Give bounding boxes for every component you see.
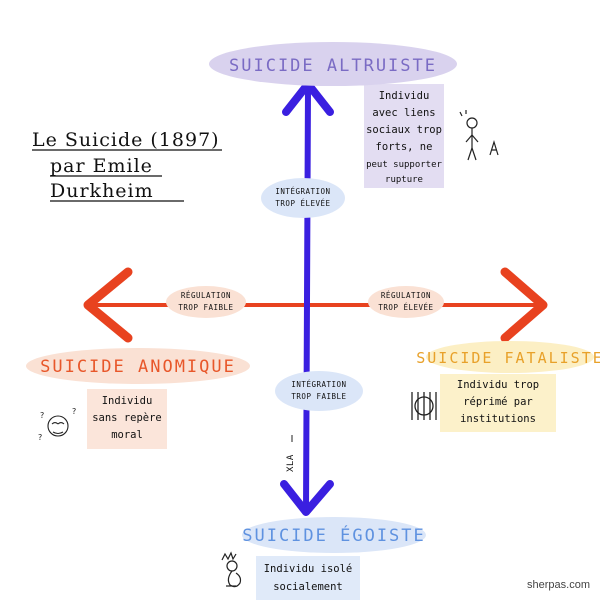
title-line-1: Le Suicide (1897) bbox=[32, 129, 220, 151]
altruiste-note-line-6: rupture bbox=[385, 175, 423, 185]
fatalist-cage-icon bbox=[411, 392, 437, 420]
anomique-note-line-1: Individu bbox=[102, 395, 153, 407]
anomique-label-bubble bbox=[26, 348, 250, 384]
regulation-low-line-1: RÉGULATION bbox=[181, 291, 231, 300]
egoiste-label: SUICIDE ÉGOISTE bbox=[242, 524, 426, 546]
egoiste-label-bubble bbox=[242, 517, 426, 553]
egoiste-note-line-1: Individu isolé bbox=[264, 563, 353, 575]
anomic-face-icon: ? ? ? bbox=[38, 407, 76, 442]
anomique-note-box bbox=[87, 389, 167, 449]
anomique-note-line-3: moral bbox=[111, 429, 143, 441]
arrow-right-icon bbox=[500, 267, 548, 343]
svg-text:?: ? bbox=[72, 407, 76, 416]
anomique-note-line-2: sans repère bbox=[92, 412, 162, 424]
integration-high-line-2: TROP ÉLEVÉE bbox=[275, 199, 330, 208]
integration-low-line-2: TROP FAIBLE bbox=[291, 392, 346, 401]
altruist-figure-icon bbox=[459, 110, 499, 161]
integration-high-bubble bbox=[261, 178, 345, 218]
regulation-low-bubble bbox=[166, 286, 246, 318]
footer-site: sherpas.com bbox=[527, 579, 590, 591]
integration-low-line-1: INTÉGRATION bbox=[291, 380, 346, 389]
fataliste-note-line-1: Individu trop bbox=[457, 379, 539, 391]
svg-text:?: ? bbox=[40, 411, 44, 420]
altruiste-note-line-4: forts, ne bbox=[376, 141, 433, 153]
regulation-low-line-2: TROP FAIBLE bbox=[178, 303, 233, 312]
regulation-axis bbox=[83, 267, 548, 343]
fataliste-note-box bbox=[440, 374, 556, 432]
egoiste-note-line-2: socialement bbox=[273, 581, 343, 593]
regulation-high-line-2: TROP ÉLEVÉE bbox=[378, 303, 433, 312]
integration-high-line-1: INTÉGRATION bbox=[275, 187, 330, 196]
egoist-figure-icon bbox=[221, 551, 242, 588]
altruiste-label-bubble bbox=[209, 42, 457, 86]
arrow-down-icon bbox=[280, 480, 334, 516]
signature: XLA bbox=[286, 454, 296, 472]
altruiste-note-line-3: sociaux trop bbox=[366, 124, 442, 136]
altruiste-note-line-1: Individu bbox=[379, 90, 430, 102]
integration-low-bubble bbox=[275, 371, 363, 411]
altruiste-note-line-5: peut supporter bbox=[366, 160, 442, 170]
altruiste-note-box bbox=[364, 84, 444, 188]
fataliste-note-line-2: réprimé par bbox=[463, 396, 533, 408]
fataliste-label-bubble bbox=[426, 341, 594, 373]
title-line-3: Durkheim bbox=[50, 180, 154, 202]
title-line-2: par Emile bbox=[50, 155, 153, 177]
arrow-left-icon bbox=[83, 267, 133, 343]
svg-text:?: ? bbox=[38, 433, 42, 442]
integration-axis bbox=[280, 80, 334, 516]
regulation-high-line-1: RÉGULATION bbox=[381, 291, 431, 300]
fataliste-label: SUICIDE FATALISTE bbox=[416, 349, 600, 367]
fataliste-note-line-3: institutions bbox=[460, 413, 536, 425]
altruiste-label: SUICIDE ALTRUISTE bbox=[229, 56, 437, 76]
altruiste-note-line-2: avec liens bbox=[372, 107, 435, 119]
regulation-high-bubble bbox=[368, 286, 444, 318]
title-block: Le Suicide (1897) par Emile Durkheim bbox=[32, 129, 222, 202]
egoiste-note-box bbox=[256, 556, 360, 600]
anomique-label: SUICIDE ANOMIQUE bbox=[40, 357, 236, 377]
